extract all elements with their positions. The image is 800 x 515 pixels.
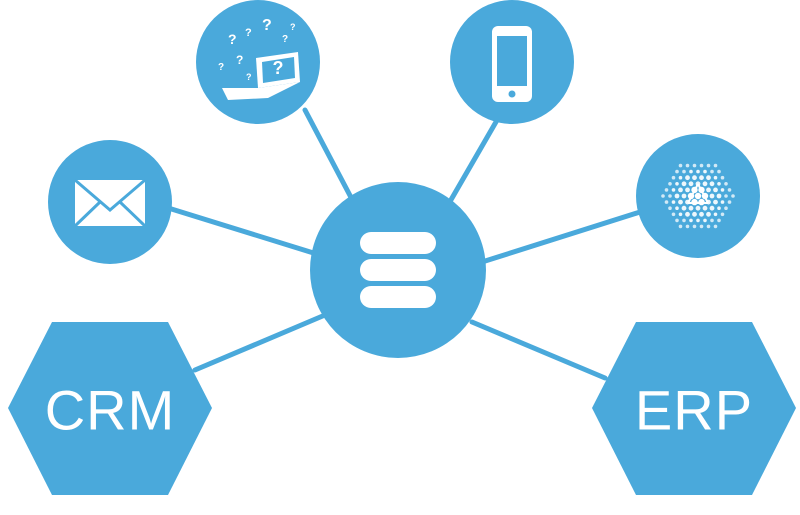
database-icon (360, 232, 436, 308)
crm-node[interactable]: CRM (8, 322, 212, 495)
erp-node[interactable]: ERP (592, 322, 796, 495)
smartphone-icon (492, 26, 532, 102)
svg-text:?: ? (228, 31, 237, 47)
mobile-node[interactable] (450, 0, 574, 124)
connector-mobile (445, 112, 503, 208)
connector-laptop (302, 107, 358, 208)
laptop-node[interactable]: ? ? ? ? ? ? ? ? ? (196, 0, 320, 124)
svg-text:?: ? (273, 58, 284, 78)
connector-lines (162, 107, 643, 381)
network-node[interactable] (636, 134, 760, 258)
connector-crm (192, 312, 328, 373)
envelope-icon (73, 178, 147, 228)
svg-text:?: ? (290, 22, 296, 32)
svg-text:?: ? (245, 27, 252, 39)
svg-text:?: ? (262, 17, 272, 34)
erp-label: ERP (635, 379, 753, 442)
dot-network-icon (661, 163, 735, 229)
svg-text:?: ? (218, 62, 224, 73)
hub-node[interactable] (310, 182, 486, 358)
connector-erp (469, 319, 608, 381)
laptop-question-icon: ? ? ? ? ? ? ? ? ? (218, 17, 300, 100)
svg-text:?: ? (282, 34, 288, 45)
crm-label: CRM (45, 379, 176, 442)
email-node[interactable] (48, 140, 172, 264)
svg-text:?: ? (246, 72, 252, 82)
connector-email (162, 204, 323, 258)
connector-network (479, 209, 643, 265)
svg-text:?: ? (236, 53, 243, 67)
